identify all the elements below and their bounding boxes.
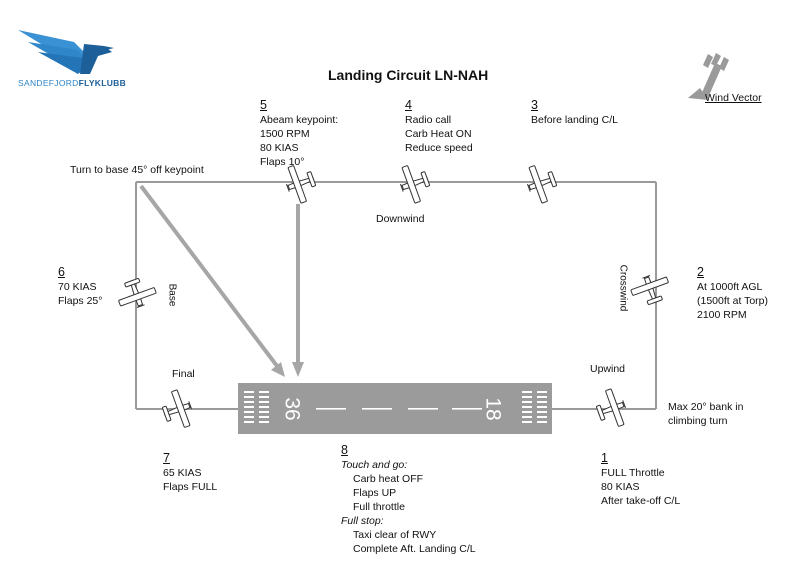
step-line: Carb Heat ON — [405, 128, 472, 140]
runway-number-36: 36 — [281, 397, 304, 420]
step-number: 7 — [163, 451, 170, 465]
step-line: Flaps 25° — [58, 295, 103, 307]
logo-name-light: SANDEFJORD — [18, 78, 79, 88]
plane-downwind — [394, 160, 435, 207]
step-line: At 1000ft AGL — [697, 281, 763, 293]
step-line: 70 KIAS — [58, 281, 97, 293]
step-number: 2 — [697, 265, 704, 279]
note-turn-to-base: Turn to base 45° off keypoint — [70, 164, 204, 176]
logo-text: SANDEFJORDFLYKLUBB — [18, 78, 126, 88]
step-line: 2100 RPM — [697, 309, 747, 321]
step-number: 1 — [601, 451, 608, 465]
approach-arrows — [139, 184, 304, 377]
step-line: Radio call — [405, 114, 452, 126]
note-max-bank: Max 20° bank in climbing turn — [668, 400, 743, 428]
step-2: 2 At 1000ft AGL (1500ft at Torp) 2100 RP… — [697, 265, 768, 322]
note-max-bank-line-1: Max 20° bank in — [668, 401, 744, 413]
touch-and-go-heading: Touch and go: — [341, 459, 408, 471]
step-5: 5 Abeam keypoint: 1500 RPM 80 KIAS Flaps… — [260, 98, 338, 169]
step-number: 4 — [405, 98, 412, 112]
logo-name-bold: FLYKLUBB — [78, 78, 127, 88]
step-7: 7 65 KIAS Flaps FULL — [163, 451, 217, 494]
step-1: 1 FULL Throttle 80 KIAS After take-off C… — [601, 451, 680, 508]
step-line: Flaps UP — [353, 487, 397, 499]
step-line: After take-off C/L — [601, 495, 681, 507]
step-number: 6 — [58, 265, 65, 279]
step-number: 3 — [531, 98, 538, 112]
step-number: 8 — [341, 443, 348, 457]
plane-before-landing — [521, 160, 562, 207]
circuit-pattern — [135, 181, 657, 410]
step-line: Reduce speed — [405, 142, 473, 154]
leg-label-upwind: Upwind — [590, 363, 626, 375]
page-title: Landing Circuit LN-NAH — [328, 67, 489, 83]
leg-label-crosswind: Crosswind — [618, 265, 629, 312]
step-line: Abeam keypoint: — [260, 114, 339, 126]
step-line: 80 KIAS — [601, 481, 640, 493]
leg-label-downwind: Downwind — [376, 213, 425, 225]
step-line: Carb heat OFF — [353, 473, 424, 485]
step-line: Flaps FULL — [163, 481, 218, 493]
wind-vector-arrow — [688, 53, 729, 100]
step-8: 8 Touch and go: Carb heat OFF Flaps UP F… — [341, 443, 476, 556]
step-line: Full throttle — [353, 501, 405, 513]
step-3: 3 Before landing C/L — [531, 98, 618, 127]
step-line: 65 KIAS — [163, 467, 202, 479]
step-4: 4 Radio call Carb Heat ON Reduce speed — [405, 98, 473, 155]
step-line: Flaps 10° — [260, 156, 305, 168]
step-line: (1500ft at Torp) — [697, 295, 769, 307]
runway: 36 18 — [238, 383, 552, 434]
note-max-bank-line-2: climbing turn — [668, 415, 728, 427]
step-6: 6 70 KIAS Flaps 25° — [58, 265, 102, 308]
step-line: FULL Throttle — [601, 467, 665, 479]
step-number: 5 — [260, 98, 267, 112]
step-line: Taxi clear of RWY — [353, 529, 437, 541]
logo-bird — [18, 30, 114, 74]
runway-number-18: 18 — [482, 397, 505, 420]
wind-vector-label: Wind Vector — [705, 92, 762, 104]
step-line: Complete Aft. Landing C/L — [353, 543, 476, 555]
leg-label-base: Base — [167, 284, 178, 307]
step-line: Before landing C/L — [531, 114, 618, 126]
full-stop-heading: Full stop: — [341, 515, 384, 527]
step-line: 80 KIAS — [260, 142, 299, 154]
step-line: 1500 RPM — [260, 128, 310, 140]
leg-label-final: Final — [172, 368, 195, 380]
plane-crosswind — [627, 269, 674, 310]
